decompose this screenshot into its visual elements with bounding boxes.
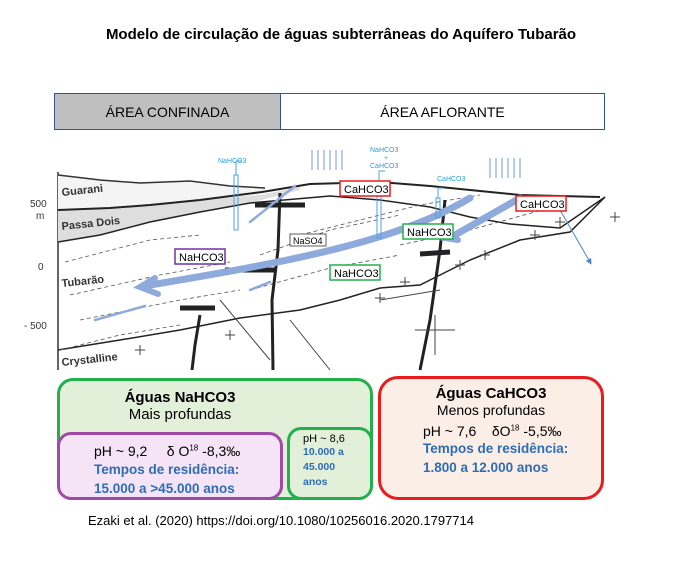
confined-area-label: ÁREA CONFINADA xyxy=(55,94,281,129)
outcrop-area-label: ÁREA AFLORANTE xyxy=(281,94,604,129)
layer-tubarao: Tubarão xyxy=(61,274,105,290)
axis-unit: m xyxy=(36,211,44,222)
red-delta: δO xyxy=(491,423,511,439)
purple-ph: pH ~ 9,2 xyxy=(94,443,148,459)
layer-crystalline: Crystalline xyxy=(61,351,118,369)
well-3-label: CaHCO3 xyxy=(437,176,466,183)
label-nahco3-purple: NaHCO3 xyxy=(179,252,224,264)
nahco3-subtitle: Mais profundas xyxy=(128,406,232,423)
main-flow-arrow xyxy=(146,194,474,289)
small-ph: pH ~ 8,6 xyxy=(303,433,345,445)
area-header: ÁREA CONFINADA ÁREA AFLORANTE xyxy=(54,93,605,130)
small-line-3: anos xyxy=(303,476,328,488)
cahco3-waters-box: Águas CaHCO3 Menos profundas pH ~ 7,6 δO… xyxy=(378,376,604,500)
axis-minus-500: - 500 xyxy=(24,321,47,332)
purple-delta: δ O xyxy=(166,443,190,459)
cross-section: NaHCO3 NaHCO3 + CaHCO3 CaHCO3 Guarani Pa… xyxy=(24,147,620,371)
crystalline-crosses xyxy=(135,212,620,371)
cahco3-title: Águas CaHCO3 xyxy=(435,385,547,402)
small-line-2: 45.000 xyxy=(303,461,336,473)
well-2-label-c: CaHCO3 xyxy=(370,163,399,170)
well-1-label: NaHCO3 xyxy=(218,158,247,165)
axis-500: 500 xyxy=(30,199,47,210)
passa-dois-layer xyxy=(58,187,300,242)
purple-residence-label: Tempos de residência: xyxy=(94,462,240,477)
label-naso4: NaSO4 xyxy=(293,236,323,246)
nahco3-title: Águas NaHCO3 xyxy=(124,389,236,406)
purple-delta-value: -8,3‰ xyxy=(202,443,241,459)
small-line-1: 10.000 a xyxy=(303,446,344,458)
label-cahco3-2: CaHCO3 xyxy=(520,199,565,211)
cahco3-subtitle: Menos profundas xyxy=(436,402,546,418)
red-ph: pH ~ 7,6 xyxy=(423,423,477,439)
intermediate-nahco3-box: pH ~ 8,6 10.000 a 45.000 anos xyxy=(287,427,373,500)
well-2-label-a: NaHCO3 xyxy=(370,147,399,154)
well-2-label-b: + xyxy=(384,155,388,162)
axis-0: 0 xyxy=(38,262,44,273)
red-residence-label: Tempos de residência: xyxy=(423,441,569,456)
diagram-title: Modelo de circulação de águas subterrâne… xyxy=(105,26,577,43)
label-nahco3-green-1: NaHCO3 xyxy=(407,227,452,239)
layer-guarani: Guarani xyxy=(61,183,104,199)
recharge-arrows xyxy=(311,150,521,178)
label-nahco3-green-2: NaHCO3 xyxy=(334,268,379,280)
red-residence-value: 1.800 a 12.000 anos xyxy=(423,460,549,475)
purple-sup: 18 xyxy=(189,443,199,453)
purple-residence-value: 15.000 a >45.000 anos xyxy=(94,481,235,496)
red-delta-value: -5,5‰ xyxy=(523,423,562,439)
label-cahco3-1: CaHCO3 xyxy=(344,184,389,196)
red-sup: 18 xyxy=(510,423,520,433)
deep-nahco3-box: pH ~ 9,2 δ O18 -8,3‰ Tempos de residênci… xyxy=(57,432,283,500)
citation: Ezaki et al. (2020) https://doi.org/10.1… xyxy=(88,513,474,528)
